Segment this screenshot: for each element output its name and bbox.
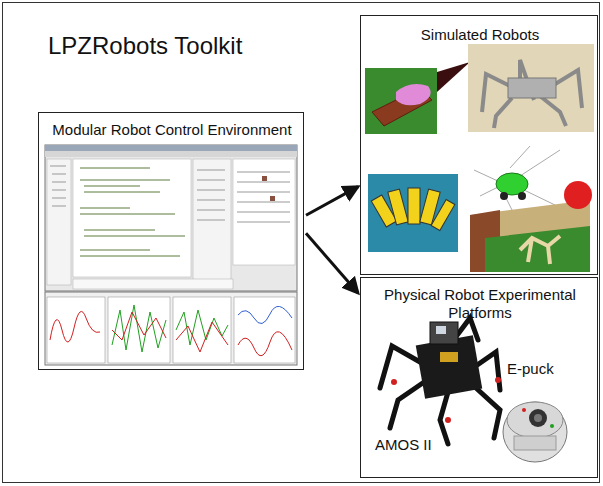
simulation-panel: Simulated Robots [360, 15, 598, 275]
panel-heading: Modular Robot Control Environment [39, 121, 305, 139]
toolkit-title: LPZRobots Toolkit [48, 32, 242, 60]
hardware-panel: Physical Robot Experimental PlatformsAMO… [360, 277, 598, 478]
panel-heading: Physical Robot Experimental Platforms [375, 286, 585, 322]
robot-name: E-puck [507, 360, 577, 378]
ide-screenshot [45, 145, 297, 365]
robot-name: AMOS II [375, 436, 455, 454]
environment-panel: Modular Robot Control Environment [38, 112, 304, 370]
panel-heading: Simulated Robots [361, 26, 599, 44]
flow-arrow [306, 233, 358, 293]
simulated-robots [365, 44, 594, 272]
flow-arrow [306, 187, 358, 216]
